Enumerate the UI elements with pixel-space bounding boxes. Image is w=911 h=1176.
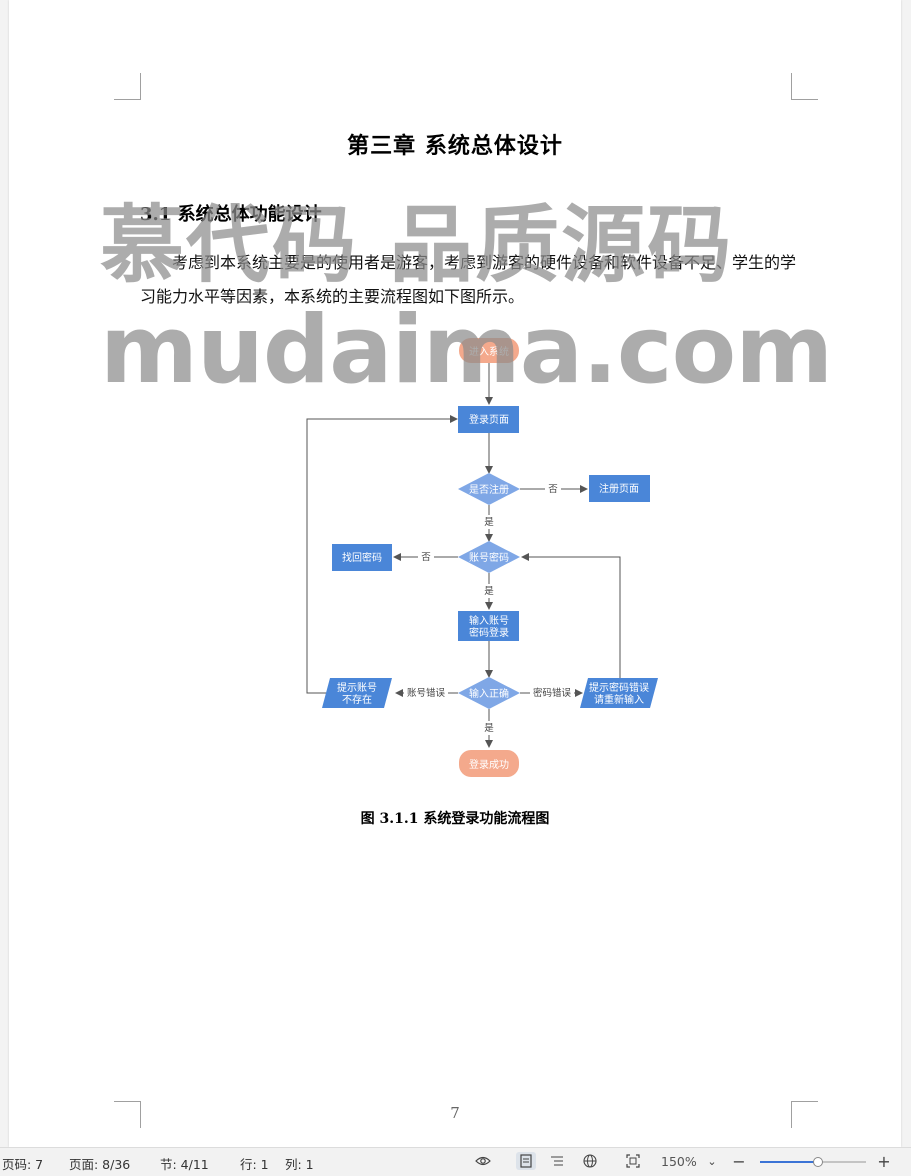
edge-label-no-register: 否 <box>548 484 558 495</box>
outline-icon[interactable] <box>547 1152 567 1170</box>
page-code-indicator[interactable]: 页码: 7 <box>2 1157 44 1172</box>
node-is-registered: 是否注册 <box>458 473 520 505</box>
svg-text:请重新输入: 请重新输入 <box>594 693 644 706</box>
edge-labels: 否 是 否 是 账号错误 密码错误 是 <box>404 482 574 735</box>
node-register-page: 注册页面 <box>589 475 650 502</box>
svg-text:进入系统: 进入系统 <box>469 345 509 358</box>
node-account-password: 账号密码 <box>458 541 520 573</box>
edge-label-yes-account: 是 <box>484 586 494 597</box>
node-input-account: 输入账号 密码登录 <box>458 611 519 641</box>
svg-text:输入正确: 输入正确 <box>469 687 509 700</box>
corner-mark-bottom-right <box>791 1101 818 1128</box>
zoom-in-icon[interactable]: + <box>877 1151 891 1171</box>
status-bar: 页码: 7 页面: 8/36 节: 4/11 行: 1 列: 1 150% ⌄ … <box>0 1147 911 1176</box>
zoom-level[interactable]: 150% <box>661 1154 697 1169</box>
pages-indicator[interactable]: 页面: 8/36 <box>69 1157 131 1172</box>
page-number: 7 <box>450 1104 460 1122</box>
web-view-icon[interactable] <box>580 1152 600 1170</box>
edge-label-yes-register: 是 <box>484 517 494 528</box>
section-indicator[interactable]: 节: 4/11 <box>160 1157 209 1172</box>
edge-label-yes-success: 是 <box>484 723 494 734</box>
row-indicator[interactable]: 行: 1 <box>240 1157 269 1172</box>
svg-text:登录成功: 登录成功 <box>469 758 509 771</box>
svg-text:账号密码: 账号密码 <box>469 551 509 564</box>
corner-mark-top-left <box>114 73 141 100</box>
corner-mark-bottom-left <box>114 1101 141 1128</box>
corner-mark-top-right <box>791 73 818 100</box>
document-page: 第三章 系统总体设计 3.1 系统总体功能设计 考虑到本系统主要是的使用者是游客… <box>9 0 901 1147</box>
zoom-dropdown-chevron-icon[interactable]: ⌄ <box>707 1154 717 1168</box>
eye-icon[interactable] <box>473 1152 493 1170</box>
chapter-title: 第三章 系统总体设计 <box>347 134 563 159</box>
svg-text:登录页面: 登录页面 <box>469 413 509 426</box>
svg-text:提示账号: 提示账号 <box>337 682 377 694</box>
svg-text:是否注册: 是否注册 <box>469 483 509 496</box>
section-title: 3.1 系统总体功能设计 <box>140 204 322 225</box>
zoom-out-icon[interactable]: − <box>732 1151 746 1171</box>
svg-text:不存在: 不存在 <box>342 693 372 706</box>
svg-text:密码登录: 密码登录 <box>469 626 509 639</box>
edge-label-no-account: 否 <box>421 552 431 563</box>
column-indicator[interactable]: 列: 1 <box>285 1157 314 1172</box>
zoom-slider[interactable] <box>760 1157 866 1167</box>
svg-text:输入账号: 输入账号 <box>469 614 509 627</box>
svg-text:找回密码: 找回密码 <box>342 551 382 564</box>
node-input-correct: 输入正确 <box>458 677 520 709</box>
edge-retry-loop <box>521 553 621 678</box>
fit-screen-icon[interactable] <box>623 1152 643 1170</box>
node-hint-password: 提示密码错误 请重新输入 <box>580 678 658 708</box>
node-hint-account: 提示账号 不存在 <box>322 678 392 708</box>
node-success: 登录成功 <box>459 750 519 777</box>
svg-text:注册页面: 注册页面 <box>599 482 639 495</box>
svg-text:提示密码错误: 提示密码错误 <box>589 681 649 694</box>
edge-back-to-login <box>306 415 458 694</box>
zoom-slider-knob[interactable] <box>813 1157 823 1167</box>
zoom-slider-fill <box>760 1161 818 1163</box>
page-view-icon[interactable] <box>516 1152 536 1170</box>
edge-label-account-error: 账号错误 <box>407 687 446 699</box>
node-login-page: 登录页面 <box>458 406 519 433</box>
edge-label-password-error: 密码错误 <box>533 687 572 699</box>
login-flowchart: 否 是 否 是 账号错误 密码错误 是 进入系统 登录页面 是否注册 注册页面 … <box>306 338 658 777</box>
node-find-password: 找回密码 <box>332 544 392 571</box>
body-paragraph: 考虑到本系统主要是的使用者是游客，考虑到游客的硬件设备和软件设备不足、学生的学习… <box>140 253 797 306</box>
node-start: 进入系统 <box>459 338 519 363</box>
figure-caption: 图 3.1.1 系统登录功能流程图 <box>360 811 550 827</box>
